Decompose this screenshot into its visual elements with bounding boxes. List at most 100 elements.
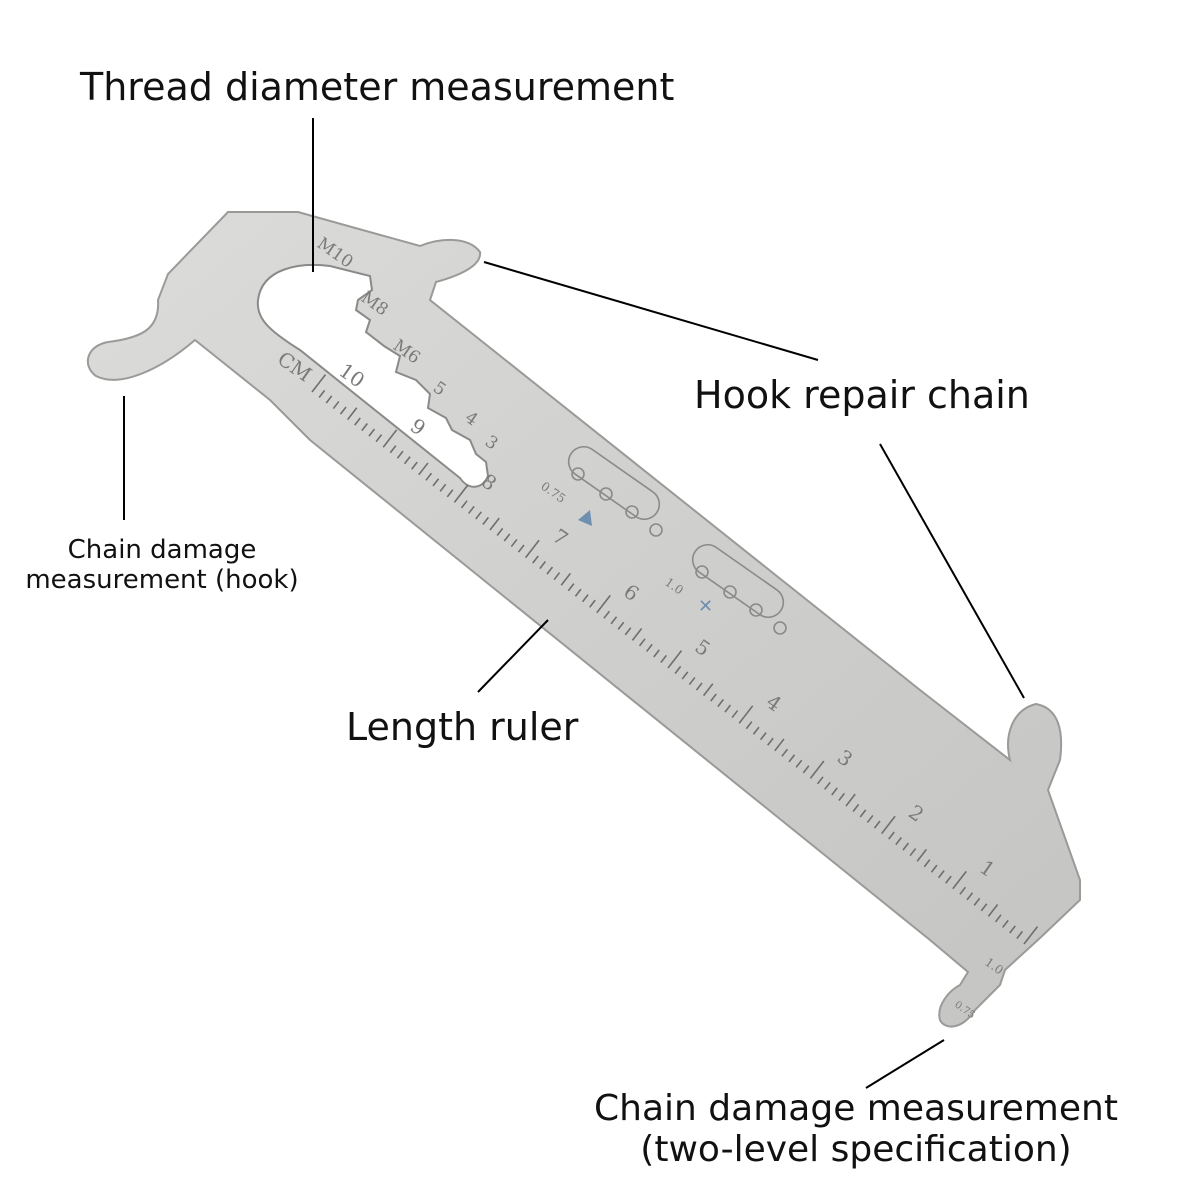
ruler-tick xyxy=(503,533,511,542)
ruler-tick xyxy=(546,566,554,575)
ruler-tick xyxy=(596,594,611,614)
ruler-tick xyxy=(774,738,785,752)
leader-length-ruler xyxy=(477,619,549,693)
ruler-tick xyxy=(510,538,518,548)
ruler-tick xyxy=(432,478,440,487)
ruler-tick xyxy=(368,428,376,437)
label-thread-diameter: Thread diameter measurement xyxy=(80,65,675,109)
ruler-tick xyxy=(382,429,398,448)
ruler-tick xyxy=(831,787,838,796)
ruler-tick xyxy=(952,870,967,890)
ruler-tick xyxy=(610,616,618,625)
label-hook-repair-chain: Hook repair chain xyxy=(694,373,1030,417)
ruler-tick xyxy=(710,693,717,702)
leader-chain-two-level xyxy=(865,1039,945,1089)
ruler-tick xyxy=(361,423,368,432)
ruler-tick xyxy=(930,864,938,873)
ruler-tick xyxy=(809,760,825,779)
ruler-tick xyxy=(560,572,572,586)
ruler-tick xyxy=(1009,925,1016,934)
label-chain-damage-hook-line1: Chain damage xyxy=(67,535,257,565)
ruler-tick xyxy=(923,859,931,868)
ruler-tick xyxy=(346,407,358,421)
ruler-tick xyxy=(959,886,967,895)
ruler-tick xyxy=(496,527,504,537)
ruler-tick xyxy=(902,842,910,851)
ruler-tick xyxy=(987,904,999,917)
chain-link-icon-2 xyxy=(691,543,787,635)
label-chain-damage-hook-line2: measurement (hook) xyxy=(25,564,299,595)
ruler-tick xyxy=(332,400,340,410)
ruler-tick xyxy=(660,654,668,663)
ruler-tick xyxy=(717,699,724,708)
thread-slot xyxy=(256,263,490,488)
ruler-tick xyxy=(574,588,582,597)
ruler-tick xyxy=(880,815,896,835)
ruler-tick xyxy=(653,649,660,658)
x-marker-icon: ✕ xyxy=(698,596,713,617)
ruler-tick xyxy=(695,682,703,691)
ruler-tick xyxy=(446,489,454,498)
ruler-tick xyxy=(617,621,625,630)
ruler-tick xyxy=(460,500,468,509)
ruler-tick xyxy=(838,792,846,801)
ruler-tick xyxy=(752,726,760,735)
chain-link-icon xyxy=(567,445,663,537)
ruler-tick xyxy=(859,809,867,818)
ruler-tick xyxy=(980,903,988,912)
ruler-tick xyxy=(781,748,789,757)
ruler-tick xyxy=(589,599,596,608)
ruler-tick xyxy=(411,461,418,470)
ruler-tick xyxy=(845,793,856,807)
ruler-tick xyxy=(788,754,796,763)
ruler-tick xyxy=(738,705,754,724)
ruler-tick xyxy=(937,870,945,879)
ruler-ticks xyxy=(311,374,1039,945)
ruler-tick xyxy=(524,539,540,559)
ruler-tick xyxy=(973,897,981,906)
ruler-tick xyxy=(517,544,525,553)
ruler-tick xyxy=(581,594,589,603)
ruler-tick xyxy=(439,483,447,492)
label-chain-damage-two-level-line1: Chain damage measurement xyxy=(594,1088,1118,1129)
ruler-tick xyxy=(532,555,539,564)
ruler-tick xyxy=(873,820,881,829)
ruler-tick xyxy=(674,665,682,675)
ruler-tick xyxy=(702,683,714,697)
ruler-tick xyxy=(646,643,653,652)
ruler-tick xyxy=(724,704,732,713)
ruler-tick xyxy=(824,781,831,790)
ruler-tick xyxy=(816,776,824,785)
ruler-tick xyxy=(1002,919,1009,928)
label-chain-damage-two-level-line2: (two-level specification) xyxy=(640,1129,1072,1171)
ruler-tick xyxy=(994,914,1002,923)
tool-body xyxy=(86,211,1081,1028)
ruler-tick xyxy=(802,765,810,774)
ruler-tick xyxy=(403,456,411,465)
ruler-tick xyxy=(624,627,632,636)
ruler-tick xyxy=(638,638,646,647)
ruler-tick xyxy=(489,517,500,531)
label-chain-damage-two-level: Chain damage measurement (two-level spec… xyxy=(578,1088,1134,1171)
leader-hook-repair-top xyxy=(483,261,819,361)
label-length-ruler: Length ruler xyxy=(346,705,579,749)
leader-hook-repair-bottom xyxy=(879,443,1025,699)
ruler-tick xyxy=(916,848,928,862)
ruler-tick xyxy=(909,848,917,857)
ruler-tick xyxy=(539,561,546,570)
ruler-tick xyxy=(731,710,739,719)
ruler-tick xyxy=(795,759,803,768)
ruler-tick xyxy=(468,505,475,514)
ruler-tick xyxy=(966,892,974,901)
ruler-tick xyxy=(759,732,767,741)
ruler-tick xyxy=(318,389,326,399)
ruler-tick xyxy=(1023,926,1039,945)
ruler-tick xyxy=(667,650,683,669)
ruler-tick xyxy=(745,721,753,730)
ruler-tick xyxy=(475,511,482,520)
ruler-tick xyxy=(482,516,490,525)
ruler-tick xyxy=(375,434,383,443)
ruler-tick xyxy=(453,484,469,503)
